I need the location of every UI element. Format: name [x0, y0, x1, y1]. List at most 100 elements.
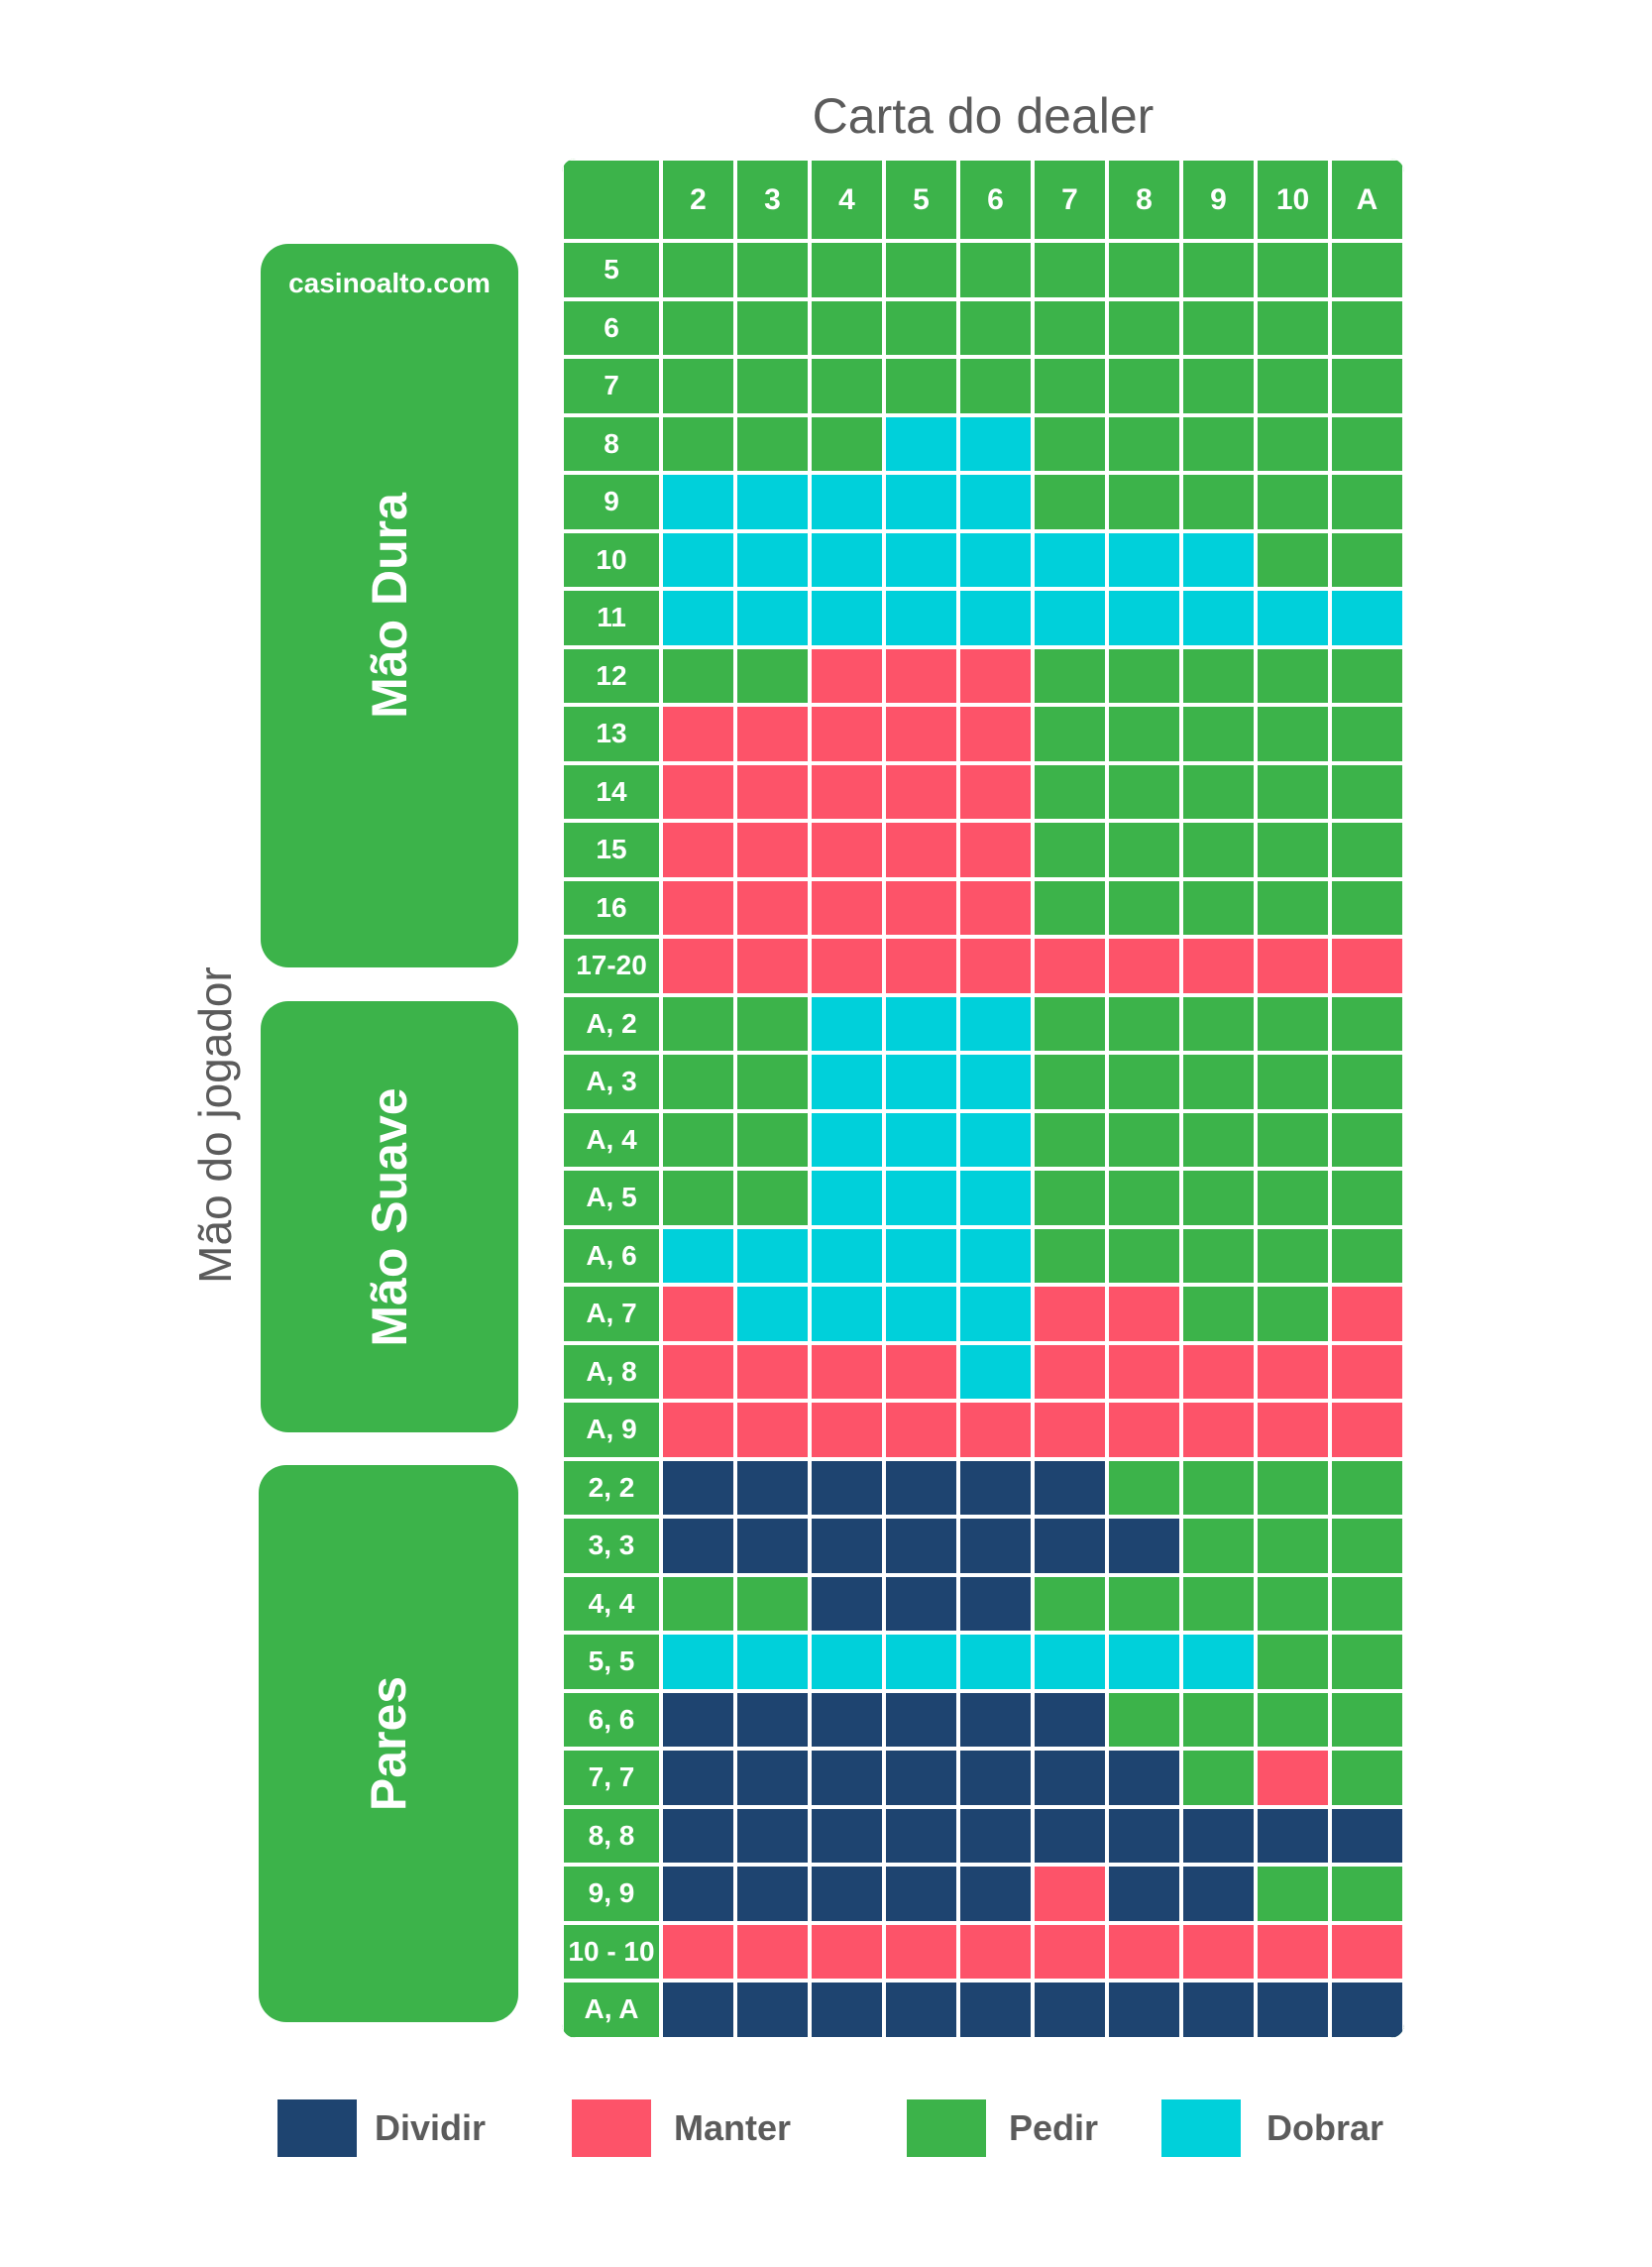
strategy-cell: [884, 821, 958, 879]
strategy-cell: [958, 473, 1033, 531]
strategy-cell: [884, 414, 958, 473]
strategy-cell: [958, 994, 1033, 1053]
legend-swatch-dividir: [277, 2099, 357, 2157]
strategy-cell: [1181, 1517, 1256, 1575]
strategy-cell: [958, 878, 1033, 937]
strategy-cell: [735, 762, 810, 821]
strategy-cell: [1107, 1110, 1181, 1169]
strategy-cell: [1033, 357, 1107, 415]
strategy-cell: [810, 1981, 884, 2038]
strategy-cell: [1330, 762, 1404, 821]
strategy-cell: [1256, 705, 1330, 763]
legend-label-dobrar: Dobrar: [1267, 2107, 1384, 2148]
pairs-panel: Pares: [259, 1465, 518, 2022]
strategy-cell: [958, 705, 1033, 763]
strategy-cell: [1330, 357, 1404, 415]
strategy-cell: [735, 705, 810, 763]
strategy-cell: [884, 994, 958, 1053]
strategy-cell: [661, 473, 735, 531]
player-hand-label: A, 7: [562, 1285, 661, 1343]
strategy-cell: [1330, 1110, 1404, 1169]
strategy-cell: [1256, 473, 1330, 531]
strategy-cell: [958, 762, 1033, 821]
strategy-cell: [1330, 1226, 1404, 1285]
legend-label-manter: Manter: [674, 2107, 792, 2148]
strategy-cell: [1107, 1401, 1181, 1459]
player-hand-label: 5, 5: [562, 1633, 661, 1691]
strategy-cell: [1033, 705, 1107, 763]
strategy-cell: [1033, 1110, 1107, 1169]
strategy-cell: [1181, 1865, 1256, 1923]
strategy-cell: [1107, 1749, 1181, 1807]
strategy-cell: [810, 937, 884, 995]
strategy-cell: [810, 1922, 884, 1981]
strategy-cell: [958, 589, 1033, 647]
strategy-cell: [884, 937, 958, 995]
strategy-cell: [735, 1633, 810, 1691]
strategy-cell: [810, 1749, 884, 1807]
strategy-cell: [1181, 762, 1256, 821]
strategy-cell: [735, 1690, 810, 1749]
strategy-cell: [735, 1285, 810, 1343]
strategy-cell: [1256, 994, 1330, 1053]
dealer-card-header: 3: [735, 159, 810, 241]
strategy-cell: [884, 1458, 958, 1517]
strategy-cell: [1107, 1865, 1181, 1923]
strategy-cell: [735, 241, 810, 299]
strategy-cell: [1107, 1574, 1181, 1633]
player-hand-label: 12: [562, 646, 661, 705]
strategy-cell: [1181, 357, 1256, 415]
strategy-cell: [1033, 1285, 1107, 1343]
strategy-cell: [1181, 1226, 1256, 1285]
strategy-cell: [1107, 1517, 1181, 1575]
strategy-cell: [735, 1574, 810, 1633]
strategy-cell: [1256, 1865, 1330, 1923]
strategy-cell: [1181, 298, 1256, 357]
strategy-cell: [1181, 1633, 1256, 1691]
strategy-cell: [661, 1922, 735, 1981]
strategy-cell: [1181, 646, 1256, 705]
strategy-cell: [735, 473, 810, 531]
strategy-cell: [810, 1285, 884, 1343]
strategy-cell: [735, 1517, 810, 1575]
strategy-cell: [1330, 1053, 1404, 1111]
strategy-cell: [884, 646, 958, 705]
strategy-cell: [1033, 1749, 1107, 1807]
strategy-cell: [958, 821, 1033, 879]
strategy-cell: [1330, 1342, 1404, 1401]
strategy-cell: [661, 298, 735, 357]
strategy-cell: [661, 1517, 735, 1575]
strategy-cell: [1107, 646, 1181, 705]
strategy-cell: [735, 1342, 810, 1401]
strategy-cell: [1033, 646, 1107, 705]
strategy-cell: [735, 994, 810, 1053]
strategy-cell: [958, 1226, 1033, 1285]
strategy-cell: [661, 589, 735, 647]
strategy-cell: [1033, 473, 1107, 531]
strategy-cell: [661, 994, 735, 1053]
strategy-cell: [958, 1517, 1033, 1575]
strategy-cell: [1330, 994, 1404, 1053]
strategy-cell: [1107, 241, 1181, 299]
strategy-cell: [661, 241, 735, 299]
player-hand-label: 7: [562, 357, 661, 415]
strategy-cell: [810, 1342, 884, 1401]
strategy-cell: [1181, 1922, 1256, 1981]
player-hand-axis-text: Mão do jogador: [189, 966, 241, 1284]
strategy-cell: [1256, 414, 1330, 473]
strategy-cell: [1181, 1690, 1256, 1749]
strategy-cell: [958, 1053, 1033, 1111]
strategy-cell: [1330, 241, 1404, 299]
strategy-cell: [958, 1806, 1033, 1865]
strategy-cell: [884, 878, 958, 937]
strategy-cell: [958, 1458, 1033, 1517]
strategy-cell: [1330, 473, 1404, 531]
strategy-cell: [661, 1458, 735, 1517]
strategy-cell: [1033, 414, 1107, 473]
player-hand-label: 7, 7: [562, 1749, 661, 1807]
legend-swatch-manter: [572, 2099, 651, 2157]
strategy-cell: [735, 1458, 810, 1517]
strategy-cell: [735, 821, 810, 879]
strategy-cell: [1330, 1865, 1404, 1923]
group-label: Mão Dura: [362, 493, 417, 719]
